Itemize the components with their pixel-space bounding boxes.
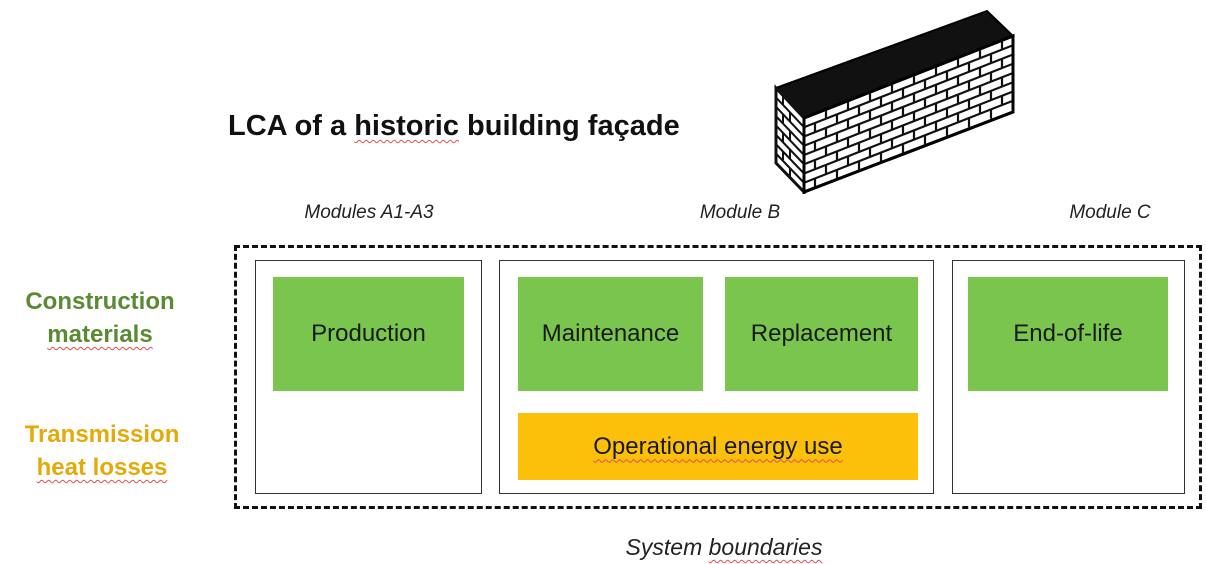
construction-materials-label: Construction materials — [25, 285, 174, 351]
title-underlined-word: historic — [354, 110, 459, 142]
transmission-heat-losses-label: Transmission heat losses — [25, 418, 180, 484]
system-boundary-frame — [234, 245, 1202, 509]
construction-label-line2: materials — [47, 321, 153, 348]
brick-wall-icon — [774, 9, 1015, 194]
construction-label-line1: Construction — [25, 288, 175, 315]
replacement-box: Replacement — [725, 277, 918, 391]
title-suffix: building façade — [458, 110, 680, 142]
system-boundaries-caption: System boundaries — [626, 534, 823, 561]
production-box: Production — [273, 277, 464, 391]
caption-prefix: System — [625, 534, 709, 560]
module-c-label: Module C — [1069, 202, 1151, 223]
module-b-label: Module B — [699, 202, 781, 223]
diagram-title: LCA of a historic building façade — [228, 110, 680, 143]
title-prefix: LCA of a — [228, 110, 355, 142]
operational-energy-label: Operational energy use — [593, 432, 843, 460]
maintenance-box: Maintenance — [518, 277, 703, 391]
caption-underlined-word: boundaries — [708, 534, 823, 560]
transmission-label-line2: heat losses — [36, 454, 168, 481]
module-a-label: Modules A1-A3 — [304, 202, 434, 223]
transmission-label-line1: Transmission — [24, 421, 180, 448]
operational-energy-box: Operational energy use — [518, 413, 918, 480]
end-of-life-box: End-of-life — [968, 277, 1168, 391]
